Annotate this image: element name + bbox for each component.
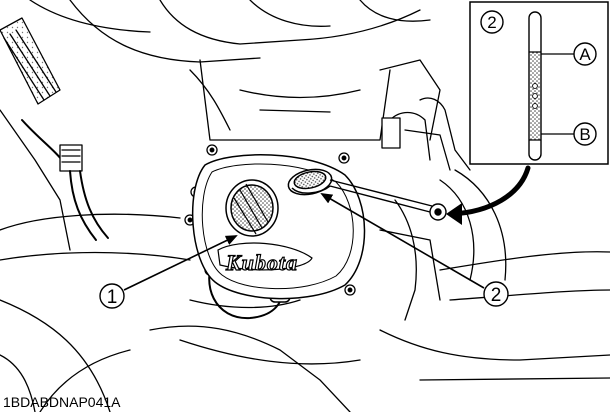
kubota-logo-text: Kubota — [225, 250, 298, 275]
dipstick-level-inset: 2 A B — [469, 1, 609, 165]
callout-1-label: 1 — [107, 287, 118, 308]
dipstick-cap-icon — [287, 168, 333, 196]
figure-code: 1BDABDNAP041A — [3, 394, 121, 410]
kubota-logo-plate: Kubota — [217, 242, 313, 276]
gear-case — [191, 154, 366, 300]
dipstick-rod — [329, 179, 447, 221]
marker-b-circle — [573, 122, 597, 146]
inset-number-label: 2 — [487, 13, 496, 32]
oil-filler-cap-icon — [225, 179, 279, 237]
callout-1: 1 — [99, 235, 238, 309]
inset-number-circle — [480, 10, 504, 34]
callout-2: 2 — [320, 192, 509, 307]
marker-a-circle — [573, 42, 597, 66]
marker-a-label: A — [579, 45, 591, 64]
marker-b-label: B — [579, 125, 590, 144]
inset-pointer-arrow — [446, 165, 531, 225]
callout-2-label: 2 — [491, 285, 502, 306]
